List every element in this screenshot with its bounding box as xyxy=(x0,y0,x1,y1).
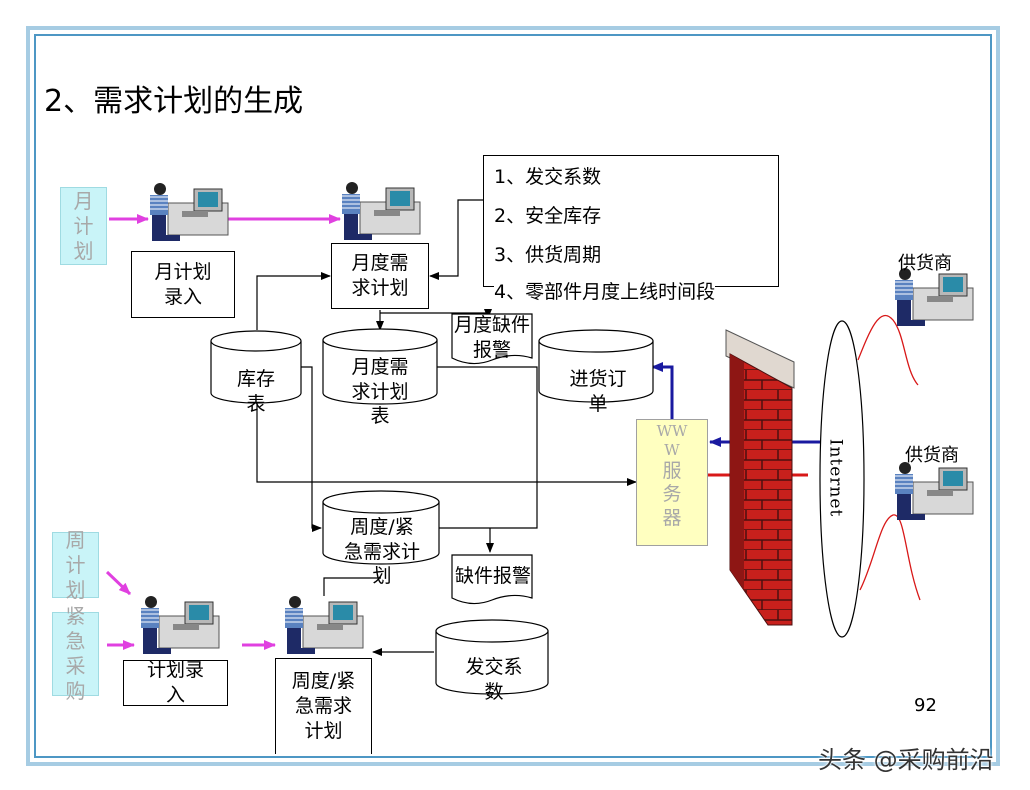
input-urgent-purchase-label: 紧急采购 xyxy=(65,604,86,703)
person-at-computer-icon xyxy=(285,596,364,654)
cylinder-purchase-order xyxy=(538,329,654,403)
brick-firewall-icon xyxy=(725,329,795,626)
param-item: 2、安全库存 xyxy=(494,205,602,227)
slide-frame-outer xyxy=(26,26,1000,766)
label-inventory: 库存表 xyxy=(236,368,275,415)
box-monthly-demand-plan: 月度需求计划 xyxy=(331,243,429,309)
slide-title: 2、需求计划的生成 xyxy=(44,84,304,119)
label-shortage-alert: 缺件报警 xyxy=(454,565,531,587)
cylinder-inventory xyxy=(210,330,302,404)
params-box: 1、发交系数 2、安全库存 3、供货周期 4、零部件月度上线时间段 xyxy=(483,155,779,304)
server-label-chars: 服务器 xyxy=(662,459,682,530)
watermark: 头条 @采购前沿 xyxy=(818,746,994,774)
box-plan-entry: 计划录入 xyxy=(123,659,228,706)
person-at-computer-icon xyxy=(141,596,220,654)
supplier-label: 供货商 xyxy=(905,445,959,466)
label-monthly-demand-table: 月度需求计划表 xyxy=(351,356,409,428)
page-number: 92 xyxy=(914,695,937,716)
person-at-computer-icon xyxy=(895,268,974,326)
person-at-computer-icon xyxy=(150,183,229,241)
cylinder-allocation-coefficient xyxy=(435,619,549,695)
supplier-links xyxy=(857,314,921,601)
slide-frame-inner xyxy=(34,34,992,758)
supplier-label: 供货商 xyxy=(898,253,952,274)
input-arrows xyxy=(105,214,341,650)
cylinder-monthly-demand-table xyxy=(322,328,438,405)
server-label-line2: W xyxy=(664,440,680,459)
input-urgent-purchase: 紧急采购 xyxy=(52,604,99,703)
person-at-computer-icon xyxy=(342,182,421,240)
label-allocation-coefficient: 发交系数 xyxy=(465,656,523,703)
server-label-line1: WW xyxy=(656,422,688,440)
internet-label: Internet xyxy=(825,438,846,518)
input-monthly-plan-label: 月计划 xyxy=(73,188,94,263)
cylinder-weekly-urgent-demand xyxy=(322,490,440,565)
internet-cloud xyxy=(819,320,865,638)
doc-shortage-alert xyxy=(451,554,533,605)
box-monthly-entry: 月计划录入 xyxy=(131,251,235,318)
person-at-computer-icon xyxy=(895,462,974,520)
www-server: WW W 服务器 xyxy=(636,419,708,546)
label-weekly-urgent-demand: 周度/紧急需求计划 xyxy=(343,516,420,588)
param-item: 1、发交系数 xyxy=(494,166,602,188)
param-item: 4、零部件月度上线时间段 xyxy=(494,277,716,304)
label-monthly-shortage-alert: 月度缺件报警 xyxy=(454,314,531,361)
box-weekly-urgent-plan: 周度/紧急需求计划 xyxy=(275,658,372,754)
input-weekly-plan-label: 周计划 xyxy=(65,527,86,602)
label-purchase-order: 进货订单 xyxy=(569,368,627,415)
input-weekly-plan: 周计划 xyxy=(52,528,99,602)
input-monthly-plan: 月计划 xyxy=(60,187,107,265)
param-item: 3、供货周期 xyxy=(494,244,602,266)
doc-monthly-shortage-alert xyxy=(451,313,533,365)
